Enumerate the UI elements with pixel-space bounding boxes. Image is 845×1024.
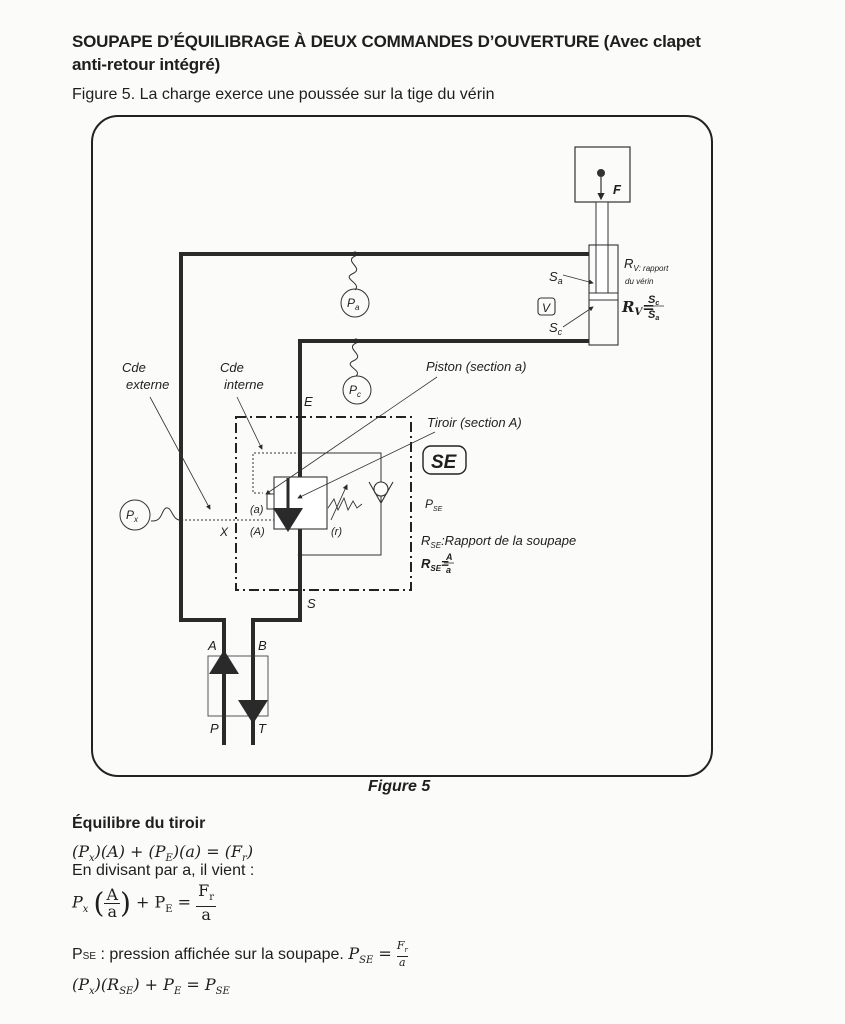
- valve-spool-body: [273, 476, 328, 530]
- sa-pointer: [562, 274, 594, 285]
- area-a-small-label: (a): [250, 504, 264, 516]
- svg-text:Sc: Sc: [549, 320, 563, 337]
- port-x-label: X: [219, 525, 229, 539]
- cylinder-symbol-box: [537, 297, 556, 316]
- rse-num: A: [445, 552, 453, 562]
- tiroir-label: Tiroir (section A): [427, 415, 522, 430]
- rv-title-line2: du vérin: [625, 277, 654, 286]
- piston-label: Piston (section a): [426, 359, 526, 374]
- svg-text:Sa: Sa: [549, 269, 563, 286]
- pilot-piston: [266, 493, 275, 510]
- pse-definition: PSE : pression affichée sur la soupape. …: [72, 939, 408, 970]
- port-b-label: B: [258, 638, 267, 653]
- svg-text:RV=: RV=: [621, 298, 655, 318]
- svg-text:Sc: Sc: [648, 294, 659, 307]
- pse-label: P: [425, 497, 433, 511]
- spring-adjust-arrow: [330, 484, 348, 521]
- adjustable-spring: [327, 496, 363, 512]
- spring-r-label: (r): [331, 526, 342, 538]
- px-snubber: [150, 507, 182, 522]
- rse-den: a: [446, 565, 451, 575]
- section-title: Équilibre du tiroir: [72, 815, 206, 832]
- svg-text:PSE: PSE: [425, 497, 443, 513]
- svg-text:RSE=: RSE=: [421, 556, 449, 573]
- pa-gauge: [340, 288, 370, 318]
- svg-text:Pc: Pc: [349, 383, 361, 399]
- sc-pointer: [562, 306, 594, 328]
- svg-text:Px: Px: [126, 508, 139, 524]
- port-e-label: E: [304, 394, 313, 409]
- valve-boundary: [235, 416, 412, 591]
- rse-formula-lhs: R: [421, 556, 431, 571]
- figure-frame: [91, 115, 713, 777]
- cylinder-symbol: V: [542, 301, 551, 315]
- valve-symbol-box: [422, 445, 467, 475]
- area-a-big-label: (A): [250, 526, 265, 538]
- cde-externe-pointer: [149, 396, 211, 510]
- pc-snubber: [349, 342, 359, 377]
- port-t-label: T: [258, 721, 267, 736]
- cylinder-rod-inside: [595, 244, 609, 295]
- equation-3: (Px)(RSE) + PE = PSE: [72, 975, 230, 998]
- rse-title: R: [421, 533, 430, 548]
- load-center-dot: [597, 169, 605, 177]
- divide-text: En divisant par a, il vient :: [72, 862, 255, 879]
- pc-gauge: [342, 375, 372, 405]
- cde-externe-label-1: Cde: [122, 360, 146, 375]
- cde-interne-label-1: Cde: [220, 360, 244, 375]
- px-gauge: [119, 499, 151, 531]
- port-a-label: A: [207, 638, 217, 653]
- document-title: SOUPAPE D’ÉQUILIBRAGE À DEUX COMMANDES D…: [72, 32, 701, 74]
- force-label: F: [613, 182, 622, 197]
- tiroir-pointer: [297, 431, 436, 499]
- cde-interne-pointer: [236, 396, 263, 450]
- rv-formula-lhs: R: [621, 298, 634, 316]
- equation-1: (Px)(A) + (PE)(a) = (Fr): [72, 842, 254, 865]
- cde-interne-label-2: interne: [224, 377, 264, 392]
- port-p-label: P: [210, 721, 219, 736]
- line-rod-side: [179, 252, 589, 745]
- cylinder-piston: [588, 292, 619, 301]
- sc-label: S: [549, 320, 558, 335]
- cde-externe-label-2: externe: [126, 377, 169, 392]
- valve-symbol: SE: [431, 452, 458, 473]
- check-valve-ball: [373, 481, 389, 497]
- internal-pilot-line: [252, 452, 300, 494]
- piston-pointer: [265, 376, 438, 495]
- svg-text:Sa: Sa: [648, 309, 659, 322]
- svg-text:Pa: Pa: [347, 296, 360, 312]
- rv-title: R: [624, 256, 633, 271]
- figure-caption: Figure 5. La charge exerce une poussée s…: [72, 86, 495, 103]
- figure-label: Figure 5: [368, 778, 431, 795]
- port-s-label: S: [307, 596, 316, 611]
- pa-snubber: [348, 255, 358, 291]
- svg-text:RSE:Rapport de la soupape: RSE:Rapport de la soupape: [421, 533, 576, 550]
- svg-text:RV: rapport: RV: rapport: [624, 256, 669, 273]
- check-valve-seat: [368, 481, 394, 505]
- hydraulic-diagram: F Sa Sc V RV: rapport du vérin RV= Sc Sa…: [91, 115, 713, 777]
- directional-valve: [207, 655, 269, 717]
- sa-label: S: [549, 269, 558, 284]
